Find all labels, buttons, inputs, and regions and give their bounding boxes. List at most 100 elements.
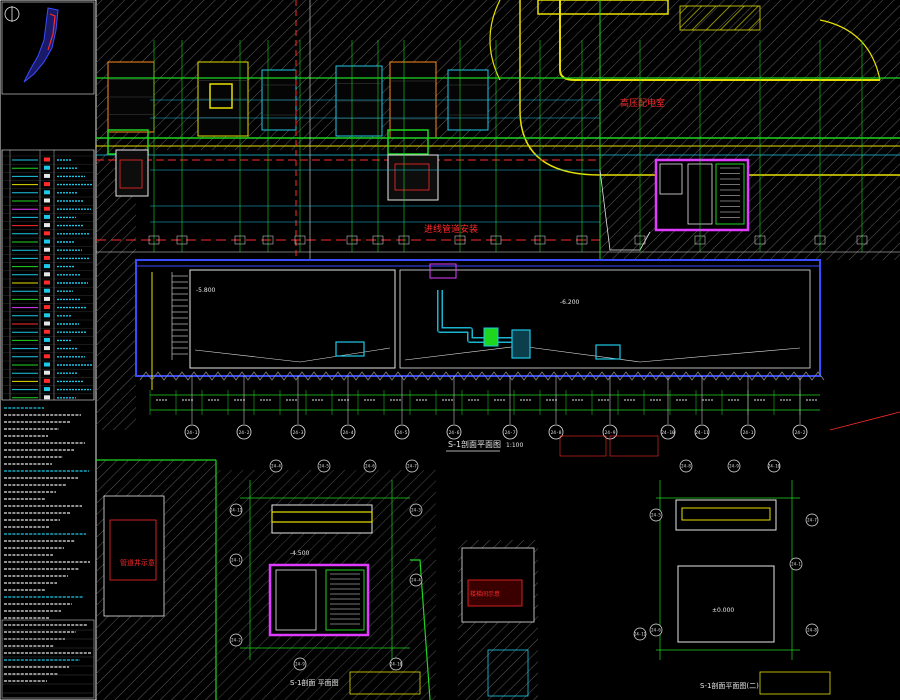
axis-label: 24-7 xyxy=(505,430,516,436)
grid-tag xyxy=(346,235,358,245)
grid-tag xyxy=(576,235,588,245)
axis-label: 24-8 xyxy=(681,464,691,469)
grid-tag xyxy=(148,235,160,245)
grid-tag xyxy=(856,235,868,245)
axis-bubble xyxy=(805,623,819,637)
main-section-plan: -5.800 -6.200 xyxy=(135,259,825,415)
axis-label: 24-11 xyxy=(230,508,243,513)
grid-tag xyxy=(534,235,546,245)
axis-bubble xyxy=(236,424,252,440)
legend-symbol xyxy=(44,239,50,244)
legend-symbol xyxy=(44,157,50,162)
lower-inset-detail: 楼梯间示意 xyxy=(458,540,538,700)
grid-tag xyxy=(634,235,646,245)
axis-bubble xyxy=(740,424,756,440)
lower-right-detail: ±0.000 S-1剖面平面图(二) xyxy=(656,480,831,695)
legend-symbol xyxy=(44,214,50,219)
legend-symbol xyxy=(44,362,50,367)
legend-symbol xyxy=(44,305,50,310)
axis-bubble xyxy=(502,424,518,440)
upper-column-grid xyxy=(148,40,868,252)
axis-bubble xyxy=(694,424,710,440)
grid-tag xyxy=(398,235,410,245)
axis-bubble xyxy=(290,424,306,440)
axis-bubble xyxy=(409,573,423,587)
legend-panel xyxy=(0,0,97,700)
legend-symbol xyxy=(44,165,50,170)
legend-symbol xyxy=(44,182,50,187)
axis-bubble xyxy=(317,459,331,473)
legend-symbol xyxy=(44,206,50,211)
axis-bubble xyxy=(792,424,808,440)
axis-bubble xyxy=(340,424,356,440)
legend-symbol xyxy=(44,272,50,277)
axis-label: 24-3 xyxy=(293,430,304,436)
grid-tag xyxy=(694,235,706,245)
axis-label: 24-6 xyxy=(449,430,460,436)
axis-bubble xyxy=(633,627,647,641)
axis-label: 24-4 xyxy=(411,578,421,583)
axis-bubble xyxy=(363,459,377,473)
axis-label: 24-1 xyxy=(187,430,198,436)
axis-label: 24-5 xyxy=(319,464,329,469)
main-plan-scale: 1:100 xyxy=(506,442,523,449)
axis-label: 24-7 xyxy=(407,464,417,469)
axis-label: 24-4 xyxy=(343,430,354,436)
legend-symbol xyxy=(44,198,50,203)
axis-label: 24-6 xyxy=(651,628,661,633)
axis-label: 24-8 xyxy=(551,430,562,436)
foundation-zigzag xyxy=(139,371,825,381)
legend-symbol xyxy=(44,395,50,400)
legend-symbol xyxy=(44,190,50,195)
axis-label: 24-1 xyxy=(791,562,801,567)
axis-bubble xyxy=(394,424,410,440)
note-pipe-install: 进线管道安装 xyxy=(424,223,478,235)
axis-label: 24-5 xyxy=(651,513,661,518)
axis-label: 24-7 xyxy=(807,518,817,523)
axis-bubble xyxy=(229,503,243,517)
legend-symbol xyxy=(44,313,50,318)
axis-label: 24-2 xyxy=(239,430,250,436)
axis-label: 24-9 xyxy=(729,464,739,469)
grid-tag xyxy=(754,235,766,245)
elevation-mark-4: ±0.000 xyxy=(712,607,734,614)
legend-symbol xyxy=(44,223,50,228)
grid-tag xyxy=(372,235,384,245)
main-plan-title-text: S-1剖面平面图 xyxy=(448,439,501,449)
grid-tag xyxy=(490,235,502,245)
lift-box xyxy=(209,83,233,109)
axis-bubble xyxy=(679,459,693,473)
axis-bubble xyxy=(649,508,663,522)
substation-room xyxy=(599,158,750,251)
axis-bubble xyxy=(805,513,819,527)
axis-label: 24-9 xyxy=(605,430,616,436)
axis-label: 24-1 xyxy=(231,558,241,563)
lower-right-title: S-1剖面平面图(二) xyxy=(700,681,759,690)
axis-label: 24-3 xyxy=(411,508,421,513)
lower-mid-title: S-1剖面 平面图 xyxy=(290,678,339,687)
lower-mid-detail: S-1剖面 平面图 -4.500 xyxy=(216,470,436,700)
axis-bubble xyxy=(548,424,564,440)
axis-bubble xyxy=(409,503,423,517)
axis-label: 24-6 xyxy=(365,464,375,469)
grid-tag xyxy=(814,235,826,245)
axis-bubble xyxy=(727,459,741,473)
site-key-map xyxy=(1,1,95,95)
lower-left-detail: 管道井示意 xyxy=(96,459,217,700)
axis-label: 24-10 xyxy=(661,430,675,436)
note-substation: 高压配电室 xyxy=(620,97,665,109)
axis-bubble xyxy=(767,459,781,473)
axis-bubble xyxy=(229,633,243,647)
axis-label: 24-9 xyxy=(295,662,305,667)
legend-symbol xyxy=(44,354,50,359)
axis-bubble xyxy=(405,459,419,473)
elevation-mark-2: -6.200 xyxy=(560,299,580,306)
axis-label: 24-4 xyxy=(271,464,281,469)
legend-symbol xyxy=(44,321,50,326)
legend-symbol xyxy=(44,387,50,392)
legend-symbol xyxy=(44,247,50,252)
elevation-mark-1: -5.800 xyxy=(196,287,216,294)
axis-bubble xyxy=(269,459,283,473)
